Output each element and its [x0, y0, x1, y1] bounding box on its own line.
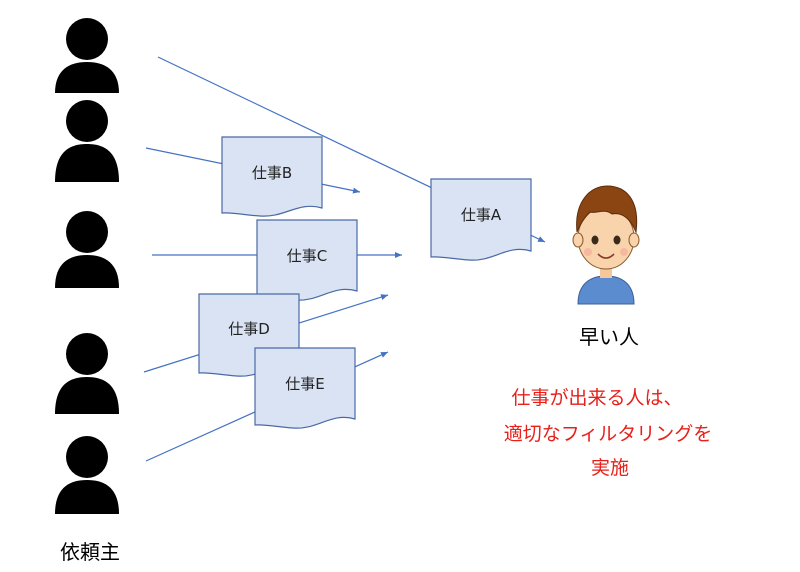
- job-label-c: 仕事C: [287, 247, 327, 265]
- requester-icon-4: [55, 333, 119, 414]
- job-label-d: 仕事D: [228, 320, 270, 338]
- requester-column: [55, 18, 119, 514]
- job-label-a: 仕事A: [461, 206, 502, 224]
- job-documents: 仕事B 仕事A 仕事C 仕事D 仕事E: [198, 136, 532, 429]
- requester-icon-1: [55, 18, 119, 93]
- note-line-2: 適切なフィルタリングを: [504, 423, 713, 445]
- note-line-1: 仕事が出来る人は、: [511, 387, 682, 409]
- job-document-c: 仕事C: [256, 219, 358, 301]
- fast-person-label: 早い人: [579, 325, 639, 349]
- requesters-label: 依頼主: [60, 540, 120, 564]
- job-label-b: 仕事B: [252, 164, 292, 182]
- job-document-a: 仕事A: [430, 178, 532, 261]
- requester-icon-3: [55, 211, 119, 288]
- requester-icon-2: [55, 100, 119, 182]
- note-line-3: 実施: [591, 457, 629, 479]
- filtering-note: 仕事が出来る人は、 適切なフィルタリングを 実施: [504, 387, 713, 479]
- requester-icon-5: [55, 436, 119, 514]
- smiling-boy-icon: [572, 185, 640, 305]
- job-document-b: 仕事B: [221, 136, 323, 217]
- job-label-e: 仕事E: [285, 375, 324, 393]
- job-document-e: 仕事E: [254, 347, 356, 429]
